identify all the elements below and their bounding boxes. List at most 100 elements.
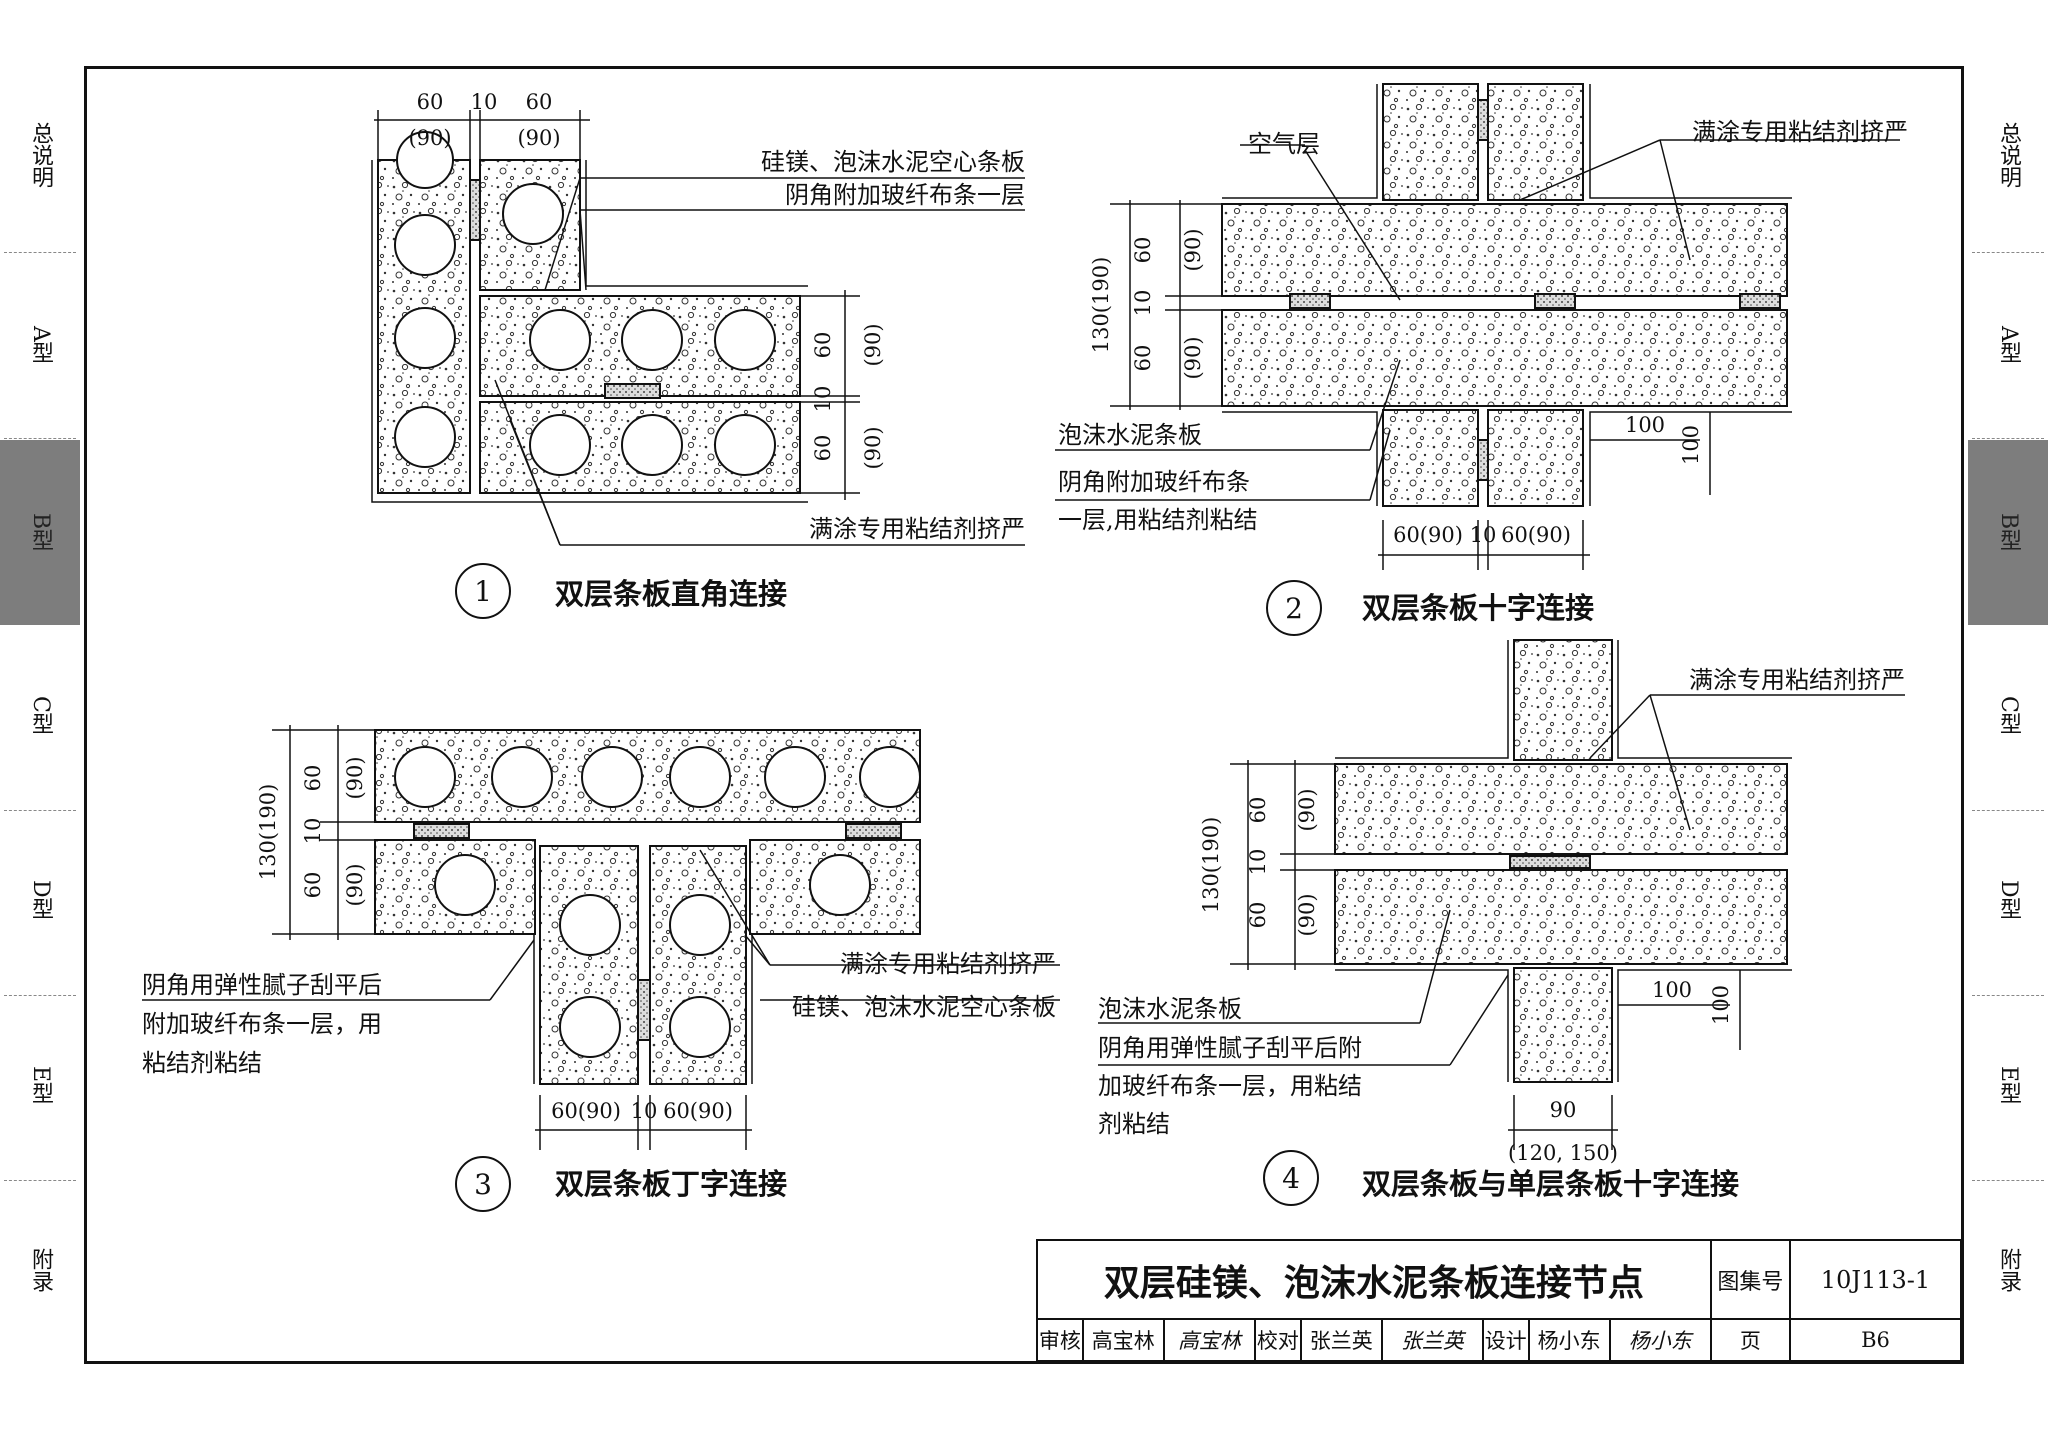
d3-title: 双层条板丁字连接 xyxy=(555,1167,787,1201)
d3-dim-5: (90) xyxy=(343,863,367,906)
d4-label-0: 满涂专用粘结剂挤严 xyxy=(1689,666,1905,694)
nav-tab-b[interactable]: B型 xyxy=(0,440,80,625)
d1-dim-2: 60 xyxy=(526,90,553,114)
d3-label-0: 阴角用弹性腻子刮平后 xyxy=(142,971,382,999)
d2-main-panel-bottom xyxy=(1221,309,1788,407)
d2-dim-9: 10 xyxy=(1470,523,1497,547)
side-nav-right: 总说明 A型 B型 C型 D型 E型 附录 xyxy=(1968,0,2048,1434)
d1-dim-9: (90) xyxy=(861,426,885,469)
d2-label-1: 满涂专用粘结剂挤严 xyxy=(1692,118,1908,146)
d3-label-2: 粘结剂粘结 xyxy=(142,1049,262,1077)
d4-dim-6: 100 xyxy=(1652,978,1692,1002)
nav-tab-c[interactable]: C型 xyxy=(28,695,53,735)
d1-dim-1: 10 xyxy=(471,90,498,114)
checker-name: 张兰英 xyxy=(1299,1318,1383,1362)
d4-number-circle xyxy=(1263,1150,1319,1206)
d3-dim-8: 60(90) xyxy=(663,1099,733,1123)
d4-dim-5: (90) xyxy=(1295,893,1319,936)
designer-label: 设计 xyxy=(1481,1318,1530,1362)
detail-3-text: 130(190) 60 (90) 10 60 (90) 60(90) 10 60… xyxy=(142,756,1056,1201)
d1-label-1: 阴角附加玻纤布条一层 xyxy=(785,181,1025,209)
nav-tab-appendix[interactable]: 附录 xyxy=(28,1248,53,1292)
designer-signature: 杨小东 xyxy=(1608,1318,1712,1362)
d3-dim-3: 10 xyxy=(301,818,325,845)
checker-label: 校对 xyxy=(1253,1318,1302,1362)
d4-dim-7: 100 xyxy=(1709,985,1733,1025)
d4-title: 双层条板与单层条板十字连接 xyxy=(1362,1167,1739,1201)
nav-tab-d-right[interactable]: D型 xyxy=(1996,880,2021,920)
nav-tab-d[interactable]: D型 xyxy=(28,880,53,920)
reviewer-name: 高宝林 xyxy=(1081,1318,1165,1362)
d4-dim-8: 90 xyxy=(1550,1098,1577,1122)
d2-label-4: 一层,用粘结剂粘结 xyxy=(1058,506,1258,534)
d3-dim-4: 60 xyxy=(301,872,325,899)
sheet-title: 双层硅镁、泡沫水泥条板连接节点 xyxy=(1036,1238,1712,1321)
d3-label-1: 附加玻纤布条一层，用 xyxy=(142,1010,382,1038)
d2-dim-5: (90) xyxy=(1181,336,1205,379)
d1-dim-6: (90) xyxy=(861,323,885,366)
d2-dim-10: 60(90) xyxy=(1501,523,1571,547)
d4-top-panel xyxy=(1513,639,1613,761)
d4-dim-1: 60 xyxy=(1246,797,1270,824)
d2-dim-7: 100 xyxy=(1679,425,1703,465)
d1-label-2: 满涂专用粘结剂挤严 xyxy=(809,515,1025,543)
nav-tab-e[interactable]: E型 xyxy=(28,1065,53,1105)
d2-top-panel-right xyxy=(1487,83,1584,201)
nav-tab-c-right[interactable]: C型 xyxy=(1996,695,2021,735)
d4-dim-2: (90) xyxy=(1295,788,1319,831)
d2-dim-0: 130(190) xyxy=(1089,257,1113,354)
d2-dim-8: 60(90) xyxy=(1393,523,1463,547)
detail-4-cross-joint xyxy=(1098,639,1905,1206)
d1-dim-7: 10 xyxy=(811,386,835,413)
d3-dim-0: 130(190) xyxy=(256,784,280,881)
d4-fiber-line xyxy=(1335,640,1792,1082)
nav-tab-a-right[interactable]: A型 xyxy=(1996,326,2021,364)
d2-label-3: 阴角附加玻纤布条 xyxy=(1058,468,1250,496)
d2-dim-6: 100 xyxy=(1625,413,1665,437)
detail-2-text: 130(190) 60 (90) 10 60 (90) 100 100 60(9… xyxy=(1058,118,1908,625)
d3-dim-6: 60(90) xyxy=(551,1099,621,1123)
d4-label-1: 泡沫水泥条板 xyxy=(1098,995,1242,1023)
d4-dim-9: (120, 150) xyxy=(1508,1141,1618,1165)
d4-dim-0: 130(190) xyxy=(1199,817,1223,914)
d3-dim-7: 10 xyxy=(631,1099,658,1123)
drawing-frame xyxy=(84,66,1964,1364)
nav-tab-appendix-right[interactable]: 附录 xyxy=(1996,1248,2021,1292)
d4-label-3: 加玻纤布条一层，用粘结 xyxy=(1098,1072,1362,1100)
d3-dim-2: (90) xyxy=(343,756,367,799)
nav-tab-e-right[interactable]: E型 xyxy=(1996,1065,2021,1105)
d3-number: 3 xyxy=(474,1168,492,1201)
d4-bottom-panel xyxy=(1513,967,1613,1083)
d2-dim-4: 60 xyxy=(1131,345,1155,372)
d3-dim-lines xyxy=(142,725,1060,1150)
detail-2-cross-joint xyxy=(1055,83,1900,636)
d4-dim-lines xyxy=(1098,694,1905,1150)
d4-dim-4: 60 xyxy=(1246,902,1270,929)
d2-fiber-line xyxy=(1222,84,1792,506)
side-nav-left: 总说明 A型 B型 C型 D型 E型 附录 xyxy=(0,0,80,1434)
detail-1-corner-joint xyxy=(371,110,1025,619)
d4-main-panel-top xyxy=(1334,763,1788,855)
d4-label-4: 剂粘结 xyxy=(1098,1110,1170,1138)
title-block: 双层硅镁、泡沫水泥条板连接节点 图集号 10J113-1 审核 高宝林 高宝林 … xyxy=(1036,1238,1963,1362)
d3-label-3: 满涂专用粘结剂挤严 xyxy=(840,950,1056,978)
checker-signature: 张兰英 xyxy=(1380,1318,1484,1362)
nav-tab-general-right[interactable]: 总说明 xyxy=(1996,122,2021,188)
d1-voids xyxy=(394,131,776,476)
d3-label-4: 硅镁、泡沫水泥空心条板 xyxy=(792,993,1056,1021)
d3-panel-top xyxy=(374,729,921,823)
nav-tab-a[interactable]: A型 xyxy=(28,326,53,364)
atlas-label: 图集号 xyxy=(1709,1238,1791,1321)
d1-dim-lines xyxy=(374,110,1025,546)
d1-dim-4: (90) xyxy=(517,126,560,150)
page-label: 页 xyxy=(1709,1318,1791,1362)
d2-dim-lines xyxy=(1055,139,1900,570)
atlas-number: 10J113-1 xyxy=(1788,1238,1963,1321)
d1-number: 1 xyxy=(474,575,492,608)
d2-bottom-panel-right xyxy=(1487,409,1584,507)
d1-title: 双层条板直角连接 xyxy=(555,577,787,611)
d3-number-circle xyxy=(455,1156,511,1212)
nav-tab-general[interactable]: 总说明 xyxy=(28,122,53,188)
d2-dim-2: (90) xyxy=(1181,228,1205,271)
nav-tab-b-right[interactable]: B型 xyxy=(1968,440,2048,625)
